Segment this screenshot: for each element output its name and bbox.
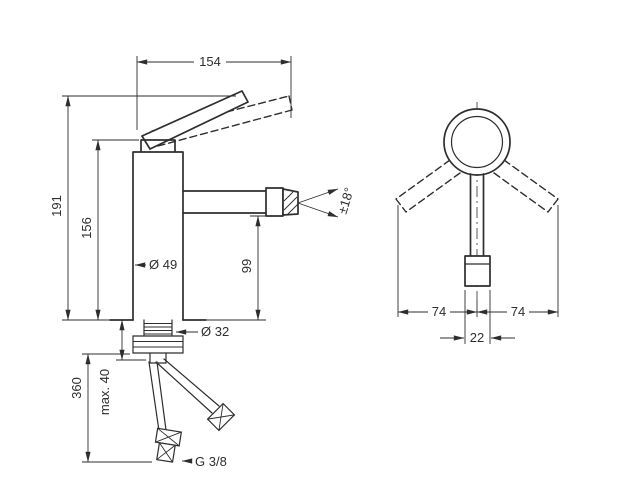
dim-hose-length: 360 [69,353,152,463]
outlet-block [464,255,491,287]
threaded-shank [143,319,173,364]
aerator-tip-hatch [283,191,299,216]
dim-shank-diameter: Ø 32 [175,324,229,339]
dim-body-height: 156 [79,139,139,321]
dim-max-mounting: max. 40 [97,319,146,415]
dim-label-max-mounting: max. 40 [97,369,112,415]
supply-hoses [148,358,220,432]
aerator-holder [265,187,284,217]
spout-outline [182,190,267,214]
lever-swing-right-dashed [493,159,559,213]
handle-outer-circle [443,108,511,176]
front-view: 154 191 156 Ø 49 99 ±18° [49,54,357,469]
dim-label-hose-length: 360 [69,377,84,399]
dim-spout-height: 99 [239,215,276,321]
fitting-hatch [207,403,235,431]
shank-thread-lines [144,323,172,335]
faucet-outline [62,90,299,463]
angle-line-lower [297,202,339,218]
dim-label-body-diameter: Ø 49 [149,257,177,272]
dim-label-swing-right: 74 [511,304,525,319]
dim-aerator-angle: ±18° [297,186,357,218]
mounting-nut-lines [133,341,183,348]
dim-swing: 74 74 [397,205,559,319]
extension-lines [464,290,491,344]
dim-body-diameter: Ø 49 [134,257,177,272]
aerator-tip [282,188,299,216]
top-view: 74 74 22 [395,102,559,345]
dim-label-aerator-angle: ±18° [335,186,357,216]
dim-label-swing-left: 74 [432,304,446,319]
dim-label-spout-width: 22 [470,330,484,345]
dim-label-shank-diameter: Ø 32 [201,324,229,339]
body-outline [132,139,184,321]
dim-label-spout-height: 99 [239,259,254,273]
dim-reach: 154 [136,54,292,130]
dim-label-total-height: 191 [49,195,64,217]
spout-column [469,173,485,257]
dim-thread: G 3/8 [181,454,227,469]
hose-fitting-upper [206,402,236,432]
top-view-outline [395,102,559,300]
lever-swing-left-dashed [395,159,461,213]
mounting-nut [132,335,184,354]
fitting-thread-hatch [156,442,176,463]
dim-label-reach: 154 [199,54,221,69]
fitting-hatch [155,427,182,447]
dim-spout-width: 22 [440,290,515,345]
handle-inner-circle [450,115,504,169]
dim-label-body-height: 156 [79,217,94,239]
lever-handle [141,90,249,150]
extension-lines [82,353,152,463]
dim-total-height: 191 [49,95,236,321]
hose-fitting-lower [154,427,183,463]
dim-label-thread: G 3/8 [195,454,227,469]
angle-line-upper [297,188,339,204]
extension-lines [136,56,292,130]
